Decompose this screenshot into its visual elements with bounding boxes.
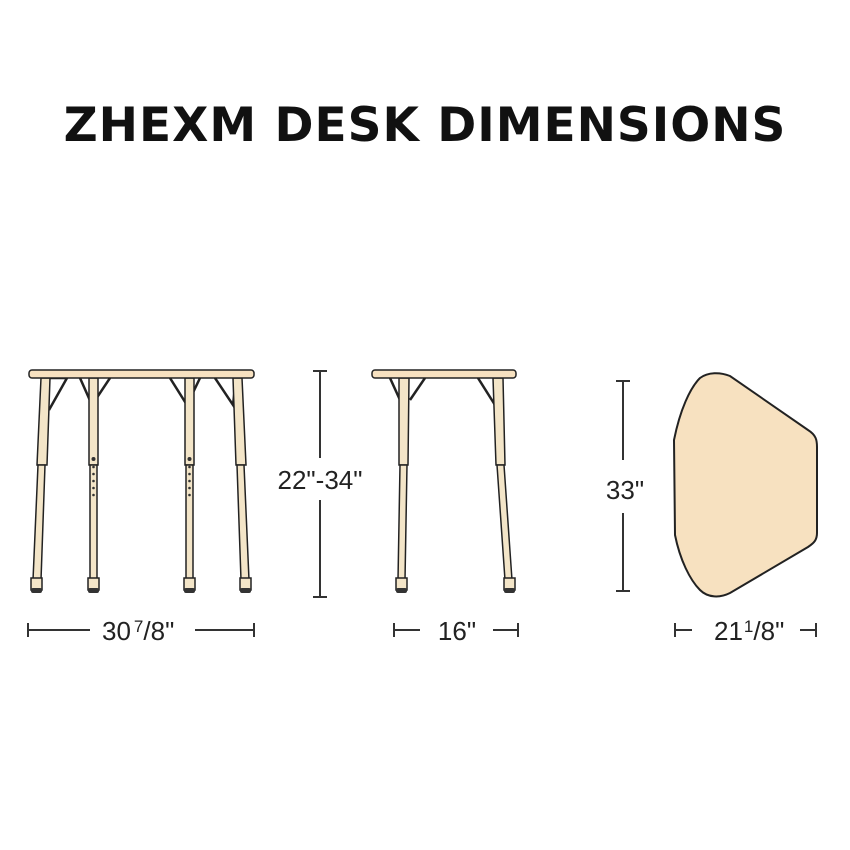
top-view-desk-shape bbox=[672, 372, 818, 598]
top-length-dimension bbox=[616, 380, 630, 592]
front-view-desk bbox=[28, 369, 255, 593]
top-length-label: 33" bbox=[606, 475, 644, 505]
top-width-dimension bbox=[674, 623, 817, 637]
leg-upper bbox=[36, 377, 51, 466]
side-depth-dimension bbox=[393, 623, 519, 637]
side-desk-top bbox=[371, 369, 517, 379]
side-depth-label: 16" bbox=[438, 616, 476, 646]
front-height-dimension bbox=[313, 370, 327, 598]
front-width-dimension bbox=[27, 623, 255, 637]
leg-upper bbox=[88, 377, 99, 466]
front-height-label: 22"-34" bbox=[278, 465, 363, 495]
side-view-desk bbox=[371, 369, 517, 593]
top-width-label: 211/8" bbox=[714, 616, 784, 646]
front-desk-top bbox=[28, 369, 255, 379]
leg-upper bbox=[184, 377, 195, 466]
leg-upper bbox=[232, 377, 247, 466]
page-title: ZHEXM DESK DIMENSIONS bbox=[63, 98, 787, 153]
